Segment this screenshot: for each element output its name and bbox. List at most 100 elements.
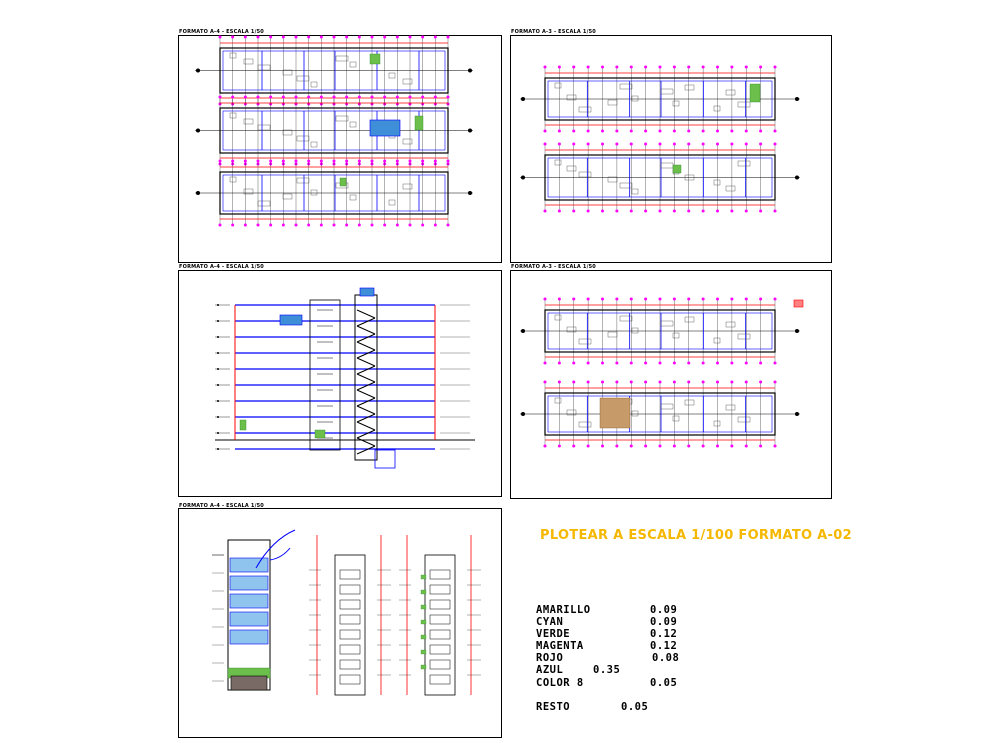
- grid-bubble: [701, 65, 705, 69]
- grid-bubble: [446, 95, 450, 99]
- grid-bubble: [243, 159, 247, 163]
- wall-outline: [544, 77, 776, 121]
- grid-bubble: [744, 142, 748, 146]
- grid-bubble: [269, 35, 273, 39]
- grid-bubble: [658, 129, 662, 133]
- grid-bubble: [357, 159, 361, 163]
- grid-bubble: [446, 35, 450, 39]
- pen-width-value: 0.09: [650, 616, 678, 628]
- stair-flight: [356, 421, 376, 431]
- pen-color-label: VERDE: [536, 628, 571, 640]
- level-marker: [468, 128, 472, 133]
- grid-bubble: [601, 65, 604, 69]
- stair-flight: [356, 365, 376, 375]
- grid-bubble: [557, 142, 561, 146]
- grid-bubble: [332, 35, 336, 39]
- furniture-symbol: [243, 118, 254, 125]
- window: [429, 584, 451, 595]
- grid-bubble: [730, 361, 734, 365]
- grid-bubble: [543, 65, 547, 69]
- grid-bubble: [395, 35, 399, 39]
- grid-bubble: [408, 95, 412, 99]
- grid-bubble: [716, 361, 719, 365]
- furniture-symbol: [619, 83, 633, 90]
- grid-bubble: [543, 129, 547, 133]
- furniture-symbol: [737, 333, 751, 340]
- grid-bubble: [644, 361, 648, 365]
- grid-bubble: [572, 361, 576, 365]
- balcony-plant: [420, 589, 427, 595]
- window: [339, 629, 361, 640]
- window: [429, 569, 451, 580]
- pen-width-value: 0.05: [621, 701, 649, 713]
- window: [339, 659, 361, 670]
- furniture-symbol: [631, 410, 639, 417]
- grid-bubble: [629, 129, 633, 133]
- planter: [314, 429, 326, 439]
- grid-bubble: [658, 65, 662, 69]
- grid-bubble: [658, 380, 662, 384]
- level-marker: [217, 384, 219, 386]
- pen-color-label: CYAN: [536, 616, 564, 628]
- sheet-title: FORMATO A-4 - ESCALA 1/50: [179, 29, 264, 35]
- grid-bubble: [218, 95, 222, 99]
- wall-outline: [544, 392, 776, 436]
- grid-bubble: [644, 380, 648, 384]
- grid-bubble: [759, 297, 763, 301]
- furniture-symbol: [607, 176, 618, 183]
- interior-wall: [222, 110, 446, 151]
- furniture-symbol: [737, 160, 751, 167]
- grid-bubble: [730, 444, 734, 448]
- planter: [339, 177, 347, 187]
- furniture-symbol: [554, 82, 562, 89]
- grid-bubble: [730, 380, 734, 384]
- grid-bubble: [370, 159, 374, 163]
- grid-bubble: [243, 35, 247, 39]
- grid-bubble: [543, 361, 547, 365]
- planter: [749, 83, 761, 103]
- stair-flight: [356, 397, 376, 407]
- furniture-symbol: [296, 135, 310, 142]
- furniture-symbol: [725, 185, 736, 192]
- grid-bubble: [629, 209, 633, 213]
- grid-bubble: [243, 223, 247, 227]
- pen-color-label: ROJO: [536, 652, 564, 664]
- pool: [369, 119, 401, 137]
- grid-bubble: [615, 444, 619, 448]
- sheet-title: FORMATO A-4 - ESCALA 1/50: [179, 503, 264, 509]
- furniture-symbol: [257, 64, 271, 71]
- grid-bubble: [543, 444, 547, 448]
- grid-bubble: [687, 297, 691, 301]
- grid-bubble: [543, 209, 547, 213]
- furniture-symbol: [388, 199, 396, 206]
- balcony-plant: [420, 619, 427, 625]
- furniture-symbol: [672, 332, 680, 339]
- window: [339, 644, 361, 655]
- grid-bubble: [716, 297, 719, 301]
- grid-bubble: [644, 209, 648, 213]
- furniture-symbol: [607, 331, 618, 338]
- grid-bubble: [672, 361, 676, 365]
- furniture-symbol: [619, 182, 633, 189]
- grid-bubble: [701, 142, 705, 146]
- grid-bubble: [773, 209, 777, 213]
- wall-outline: [219, 107, 449, 154]
- stair-flight: [356, 309, 376, 319]
- balcony-plant: [420, 664, 427, 670]
- furniture-symbol: [388, 72, 396, 79]
- grid-bubble: [345, 95, 349, 99]
- grid-bubble: [601, 142, 604, 146]
- grid-bubble: [231, 223, 235, 227]
- plot-instruction: PLOTEAR A ESCALA 1/100 FORMATO A-02: [540, 528, 852, 543]
- furniture-symbol: [554, 397, 562, 404]
- grid-bubble: [281, 223, 285, 227]
- grid-bubble: [629, 361, 633, 365]
- furniture-symbol: [257, 124, 271, 131]
- grid-bubble: [572, 142, 576, 146]
- planter: [239, 419, 247, 431]
- furniture-symbol: [713, 179, 721, 186]
- pen-width-value: 0.05: [650, 677, 678, 689]
- furniture-symbol: [257, 200, 271, 207]
- grid-bubble: [319, 223, 323, 227]
- furniture-symbol: [607, 99, 618, 106]
